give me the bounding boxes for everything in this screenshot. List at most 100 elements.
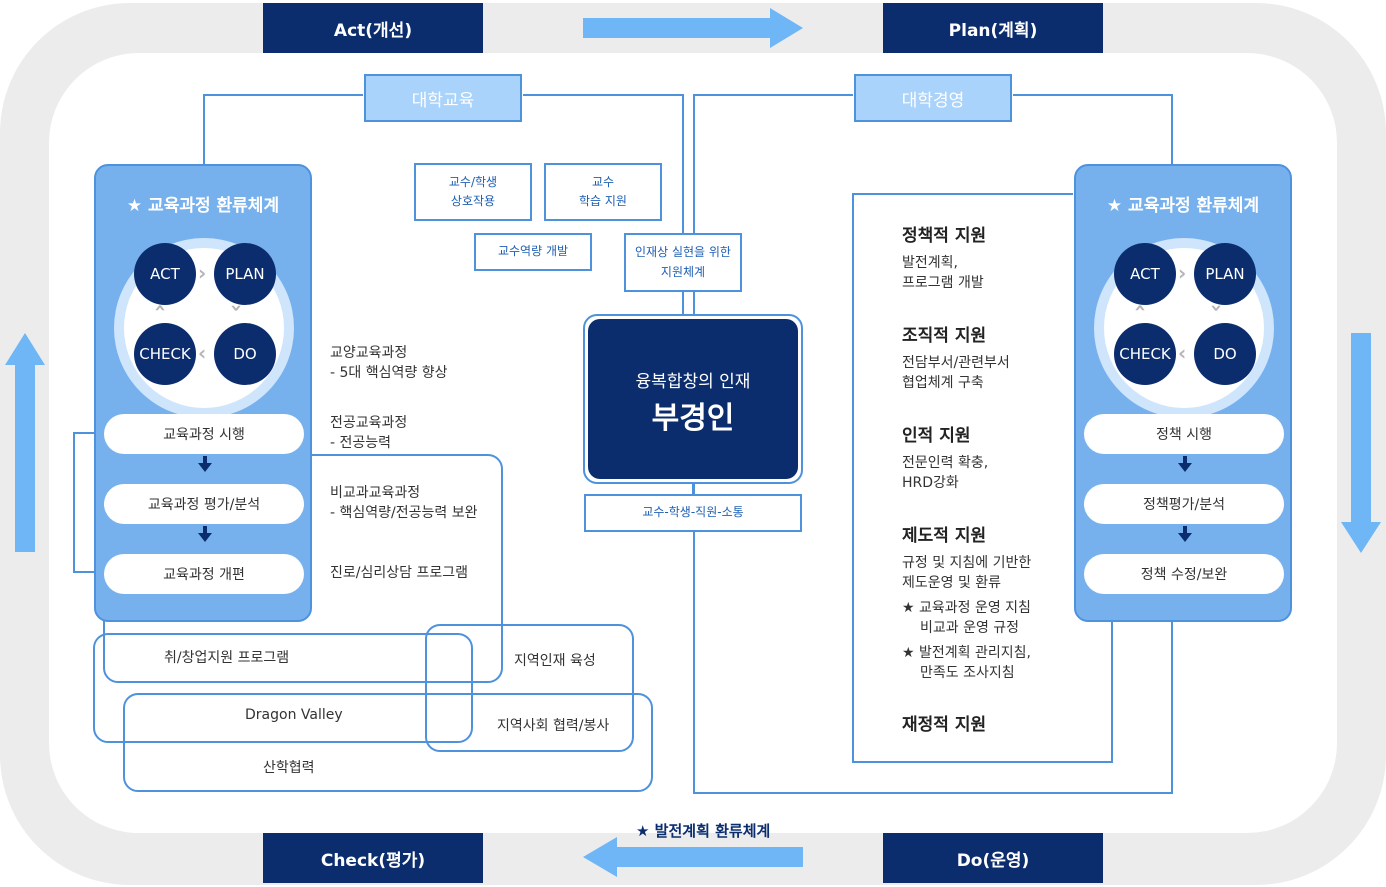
program-major-title: 전공교육과정 [330, 415, 408, 431]
left-step-1-label: 교육과정 시행 [163, 427, 245, 443]
institutional-item-1-line2: 비교과 운영 규정 [920, 620, 1020, 637]
arrow-down-icon [198, 533, 212, 542]
core-talent: 융복합창의 인재 부경인 [588, 319, 798, 479]
chevron-down-icon: › [1205, 303, 1230, 313]
support-institutional-desc-1: 규정 및 지침에 기반한 [902, 555, 1032, 571]
program-nondegree-title: 비교과교육과정 [330, 485, 421, 501]
right-do-circle: DO [1194, 323, 1256, 385]
right-cycle-title: ★ 교육과정 환류체계 [1106, 196, 1260, 216]
left-step-2: 교육과정 평가/분석 [104, 484, 304, 524]
program-counseling: 진로/심리상담 프로그램 [330, 565, 468, 581]
phase-check: Check(평가) [263, 833, 483, 883]
right-check-circle: CHECK [1114, 323, 1176, 385]
support-human-title: 인적 지원 [902, 426, 971, 446]
program-liberal-detail: - 5대 핵심역량 향상 [330, 365, 448, 382]
support-human-desc-2: HRD강화 [902, 475, 959, 492]
box-interaction-line1: 교수/학생 [448, 174, 498, 189]
phase-do: Do(운영) [883, 833, 1103, 883]
chevron-up-icon: › [1127, 303, 1152, 313]
program-liberal-title: 교양교육과정 [330, 345, 408, 361]
chevron-left-icon: ‹ [198, 341, 207, 365]
right-check-label: CHECK [1119, 345, 1171, 363]
arrow-act-to-plan [583, 8, 803, 48]
arrow-do-to-check [583, 837, 803, 877]
support-org-desc: 전담부서/관련부서 협업체계 구축 [902, 353, 1010, 394]
arrow-plan-to-do [1341, 333, 1381, 553]
support-human-desc: 전문인력 확충, HRD강화 [902, 453, 988, 494]
left-arrow-stem-1 [203, 456, 207, 464]
right-step-2: 정책평가/분석 [1084, 484, 1284, 524]
left-act-circle: ACT [134, 243, 196, 305]
program-community: 지역사회 협력/봉사 [497, 718, 610, 734]
right-act-circle: ACT [1114, 243, 1176, 305]
left-plan-label: PLAN [225, 265, 265, 283]
left-pdca-ring: ACT PLAN CHECK DO › › ‹ › [114, 238, 294, 418]
box-communication-label: 교수-학생-직원-소통 [642, 505, 744, 520]
box-interaction-line2: 상호작용 [450, 194, 496, 208]
right-step-1-label: 정책 시행 [1156, 427, 1212, 443]
left-arrow-stem-2 [203, 526, 207, 534]
support-institutional-desc-2: 제도운영 및 환류 [902, 575, 1002, 592]
program-regional-talent: 지역인재 육성 [514, 653, 596, 669]
support-financial-title: 재정적 지원 [902, 715, 987, 735]
left-step-2-label: 교육과정 평가/분석 [147, 497, 261, 513]
core-subtitle: 융복합창의 인재 [635, 372, 751, 392]
chevron-right-icon: › [1178, 261, 1187, 285]
right-cycle-panel: ★ 교육과정 환류체계 ACT PLAN CHECK DO › › ‹ › 정책… [1074, 164, 1292, 622]
arrow-down-icon [198, 463, 212, 472]
box-faculty-development: 교수역량 개발 [474, 233, 592, 271]
support-policy-desc: 발전계획, 프로그램 개발 [902, 253, 984, 294]
chevron-right-icon: › [198, 261, 207, 285]
header-education: 대학교육 [364, 74, 522, 122]
chevron-left-icon: ‹ [1178, 341, 1187, 365]
phase-act-label: Act(개선) [333, 20, 413, 41]
program-nondegree: 비교과교육과정 - 핵심역량/전공능력 보완 [330, 483, 477, 524]
left-do-label: DO [233, 345, 257, 363]
support-institutional-title: 제도적 지원 [902, 526, 987, 546]
header-management-label: 대학경영 [901, 90, 965, 111]
phase-plan: Plan(계획) [883, 3, 1103, 53]
program-nondegree-detail: - 핵심역량/전공능력 보완 [330, 505, 478, 522]
right-step-3-label: 정책 수정/보완 [1140, 567, 1228, 583]
institutional-item-2-line1: ★ 발전계획 관리지침, [902, 645, 1031, 661]
left-act-label: ACT [150, 265, 180, 283]
phase-check-label: Check(평가) [320, 850, 426, 871]
chevron-up-icon: › [147, 303, 172, 313]
right-step-1: 정책 시행 [1084, 414, 1284, 454]
program-major-detail: - 전공능력 [330, 435, 392, 452]
arrow-down-icon [1178, 533, 1192, 542]
box-learning-line1: 교수 [591, 174, 615, 189]
support-policy-title: 정책적 지원 [902, 226, 987, 246]
program-liberal: 교양교육과정 - 5대 핵심역량 향상 [330, 343, 447, 384]
box-talent-line2: 지원체계 [660, 264, 706, 279]
left-check-circle: CHECK [134, 323, 196, 385]
right-arrow-stem-2 [1183, 526, 1187, 534]
right-step-2-label: 정책평가/분석 [1143, 497, 1225, 513]
left-cycle-panel: ★ 교육과정 환류체계 ACT PLAN CHECK DO › › ‹ › 교육… [94, 164, 312, 622]
header-education-label: 대학교육 [411, 90, 475, 111]
support-org-desc-2: 협업체계 구축 [902, 375, 984, 392]
right-plan-circle: PLAN [1194, 243, 1256, 305]
support-policy-desc-1: 발전계획, [902, 255, 958, 271]
support-org-title: 조직적 지원 [902, 326, 987, 346]
support-policy-desc-2: 프로그램 개발 [902, 275, 984, 292]
support-institutional-desc: 규정 및 지침에 기반한 제도운영 및 환류 [902, 553, 1031, 594]
left-step-3: 교육과정 개편 [104, 554, 304, 594]
core-title: 부경인 [651, 401, 735, 436]
left-do-circle: DO [214, 323, 276, 385]
support-org-desc-1: 전담부서/관련부서 [902, 355, 1010, 371]
box-talent-line1: 인재상 실현을 위한 [635, 245, 731, 260]
phase-act: Act(개선) [263, 3, 483, 53]
arrow-down-icon [1178, 463, 1192, 472]
left-plan-circle: PLAN [214, 243, 276, 305]
institutional-item-2-line2: 만족도 조사지침 [920, 665, 1015, 682]
support-human-desc-1: 전문인력 확충, [902, 455, 989, 471]
right-arrow-stem-1 [1183, 456, 1187, 464]
arrow-check-to-act [5, 333, 45, 552]
box-communication: 교수-학생-직원-소통 [584, 494, 802, 532]
header-management: 대학경영 [854, 74, 1012, 122]
program-major: 전공교육과정 - 전공능력 [330, 413, 407, 454]
